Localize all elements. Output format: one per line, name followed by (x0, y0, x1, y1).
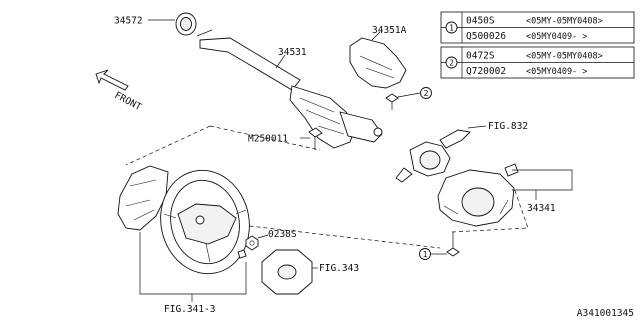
hub-fastener (195, 215, 205, 225)
airbag-emblem (277, 264, 297, 280)
switch-lever-upper (439, 129, 471, 149)
diagram-id: A341001345 (577, 308, 634, 319)
guide-line (125, 125, 211, 166)
front-label: FRONT (113, 90, 144, 113)
cover-clip (504, 163, 519, 177)
cover-detail (443, 199, 509, 215)
leader-line (467, 125, 487, 129)
front-direction-indicator (95, 69, 129, 91)
washer (237, 249, 247, 259)
shaft-splined-end (196, 29, 213, 37)
bracket-ribs (299, 97, 345, 135)
front-arrow-icon (95, 69, 129, 91)
airbag-module-fig343 (261, 249, 318, 295)
wheel-hub (177, 203, 237, 245)
combination-switch-fig832 (395, 125, 487, 183)
column-cover-34341 (437, 163, 573, 227)
legend-table: 1 0450S <05MY-05MY0408> Q500026 <05MY040… (440, 11, 635, 79)
legend-part-number: 0450S (466, 16, 495, 27)
nut-0238s (237, 234, 269, 259)
legend-marker-circle-1 (445, 21, 458, 34)
guide-line (209, 125, 321, 151)
column-lower-joint (339, 111, 383, 143)
bolt-assembly-1: 1 (419, 232, 460, 260)
callout-fig343: FIG.343 (319, 263, 359, 274)
callout-34531: 34531 (278, 47, 307, 58)
bracket-34351a-detail (359, 55, 395, 79)
column-tube-upper (199, 37, 301, 91)
leader-line (371, 31, 381, 41)
switch-center-ring (419, 150, 441, 170)
bolt-marker-1: 1 (423, 250, 428, 259)
bolt-head (446, 247, 460, 257)
cover-bracket-line (512, 169, 573, 191)
bolt-head (308, 127, 323, 138)
legend-date-range: <05MY-05MY0408> (526, 17, 603, 27)
lower-cover-detail (125, 179, 157, 221)
legend-part-number: Q720002 (466, 66, 506, 77)
wheel-lower-cover (117, 165, 169, 231)
leader-line (257, 234, 269, 239)
lower-cover-body (117, 165, 169, 231)
marker-circle (419, 248, 431, 260)
bolt-assembly-2: 2 (385, 87, 432, 110)
bolt-head (385, 93, 399, 103)
fig341-bracket (139, 232, 247, 302)
steering-wheel (160, 169, 250, 275)
bolt-marker-2: 2 (424, 89, 429, 98)
callout-0238s: 0238S (268, 229, 297, 240)
callout-fig341: FIG.341-3 (164, 304, 215, 315)
nut-bore (249, 240, 255, 246)
callout-34351a: 34351A (372, 25, 407, 36)
leader-line (275, 54, 286, 69)
bearing-34572 (148, 12, 197, 36)
nut-hex (245, 235, 259, 251)
legend-marker-circle-2 (445, 56, 458, 69)
legend-marker-1: 1 (449, 24, 454, 33)
joint-bolt-head (373, 127, 383, 137)
legend-marker-2: 2 (449, 59, 454, 68)
bolt-m250011 (300, 127, 323, 150)
switch-lever-lower (395, 167, 413, 183)
legend-part-number: 0472S (466, 51, 495, 62)
wheel-spokes (163, 209, 247, 263)
callout-fig832: FIG.832 (488, 121, 528, 132)
legend-date-range: <05MY0409- > (526, 32, 587, 42)
column-bracket-34351a (349, 31, 407, 89)
legend-date-range: <05MY0409- > (526, 67, 587, 77)
fig341-bracket-line (139, 232, 247, 295)
leader-line (397, 92, 421, 98)
bracket-34351a-body (349, 37, 407, 89)
column-cover-opening (461, 187, 495, 217)
steering-column-34531 (196, 29, 383, 149)
legend-part-number: Q500026 (466, 31, 506, 42)
callout-34341: 34341 (527, 203, 556, 214)
marker-circle (420, 87, 432, 99)
callout-34572: 34572 (114, 16, 143, 27)
bearing-inner-ring (180, 17, 192, 31)
legend-date-range: <05MY-05MY0408> (526, 52, 603, 62)
